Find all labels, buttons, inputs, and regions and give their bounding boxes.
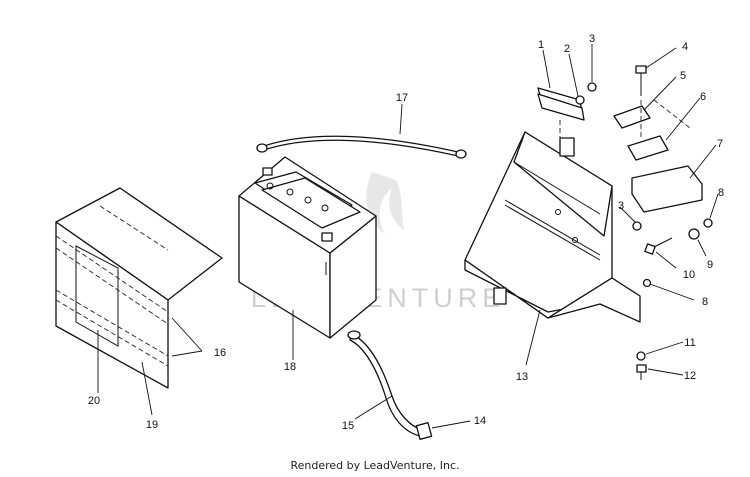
callout-1: 1 — [538, 39, 544, 51]
footer-credit: Rendered by LeadVenture, Inc. — [290, 459, 460, 472]
terminal-strap — [537, 87, 585, 140]
callout-19: 19 — [146, 419, 158, 431]
nut-side — [703, 218, 713, 228]
callout-17: 17 — [396, 92, 408, 104]
callout-8: 8 — [718, 187, 724, 199]
callout-3-lower: 3 — [618, 200, 624, 212]
washer-lower — [636, 351, 646, 361]
callout-8-lower: 8 — [702, 296, 708, 308]
nut — [587, 82, 597, 92]
nut-bracket — [642, 278, 652, 288]
pad — [631, 165, 703, 213]
vent-tube — [347, 330, 433, 440]
washer — [575, 95, 585, 105]
callout-9: 9 — [707, 259, 713, 271]
battery-cover — [55, 187, 223, 389]
battery-box — [464, 131, 641, 323]
callout-14: 14 — [474, 415, 486, 427]
callout-18: 18 — [284, 361, 296, 373]
callout-12: 12 — [684, 370, 696, 382]
callout-20: 20 — [88, 395, 100, 407]
callout-16: 16 — [214, 347, 226, 359]
callout-13: 13 — [516, 371, 528, 383]
callout-7: 7 — [717, 138, 723, 150]
washer-side — [688, 228, 700, 240]
callout-10: 10 — [683, 269, 695, 281]
callout-3: 3 — [589, 33, 595, 45]
battery — [238, 156, 377, 339]
leader-lines — [97, 44, 719, 429]
bracket — [627, 135, 669, 161]
callout-15: 15 — [342, 420, 354, 432]
bolt-side — [644, 237, 673, 255]
nut-lower — [632, 221, 642, 231]
callout-6: 6 — [700, 91, 706, 103]
callout-5: 5 — [680, 70, 686, 82]
callout-2: 2 — [564, 43, 570, 55]
bolt-top — [635, 65, 647, 96]
battery-cable-top — [256, 135, 467, 159]
callout-11: 11 — [684, 337, 695, 349]
bolt-lower — [636, 364, 647, 380]
callout-4: 4 — [682, 41, 688, 53]
